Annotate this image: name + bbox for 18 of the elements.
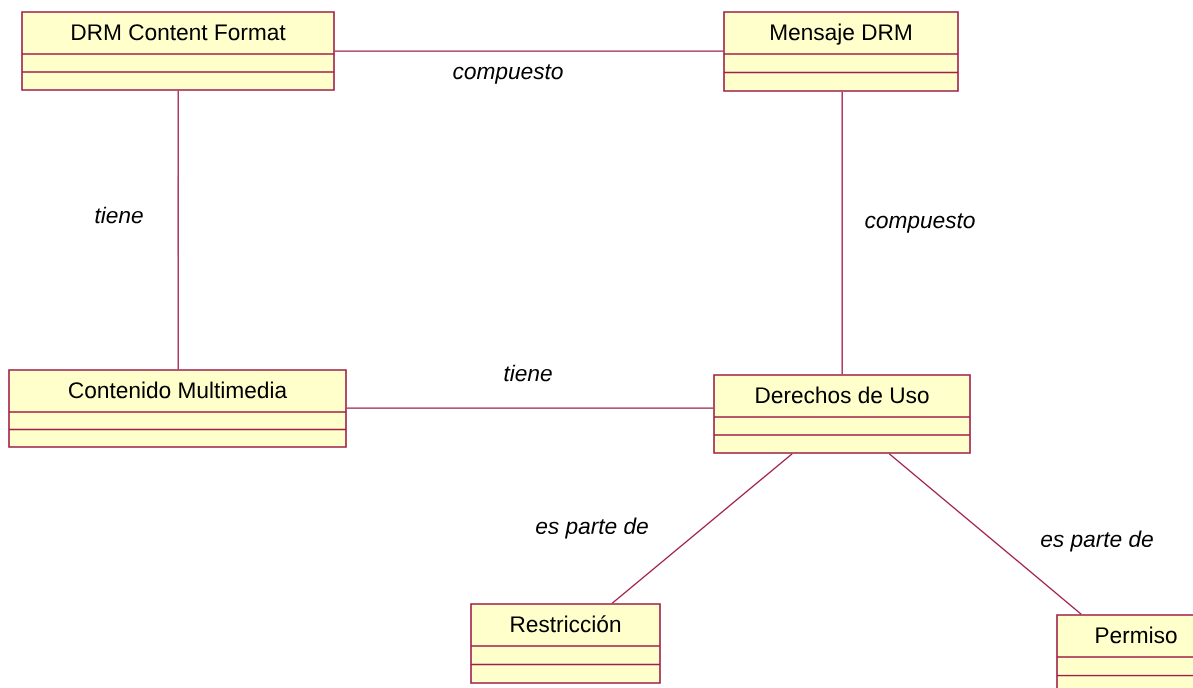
association-line	[177, 90, 179, 370]
association-line	[334, 50, 724, 52]
class-box: Contenido Multimedia	[8, 369, 347, 448]
association-line	[346, 407, 714, 409]
edge-label: es parte de	[533, 516, 651, 540]
edge-label: tiene	[93, 205, 145, 225]
edge-label: tiene	[502, 363, 554, 383]
edge-label: es parte de	[1038, 529, 1156, 553]
association-line	[841, 91, 843, 375]
edge-label: compuesto	[451, 63, 565, 85]
class-box: Restricción	[470, 603, 661, 684]
association-line	[888, 453, 1082, 615]
class-box: Derechos de Uso	[713, 374, 971, 454]
association-line	[611, 453, 793, 604]
class-box: DRM Content Format	[21, 11, 335, 91]
class-box: Permiso	[1056, 614, 1193, 688]
edge-label: compuesto	[863, 212, 977, 234]
class-box: Mensaje DRM	[723, 11, 959, 92]
